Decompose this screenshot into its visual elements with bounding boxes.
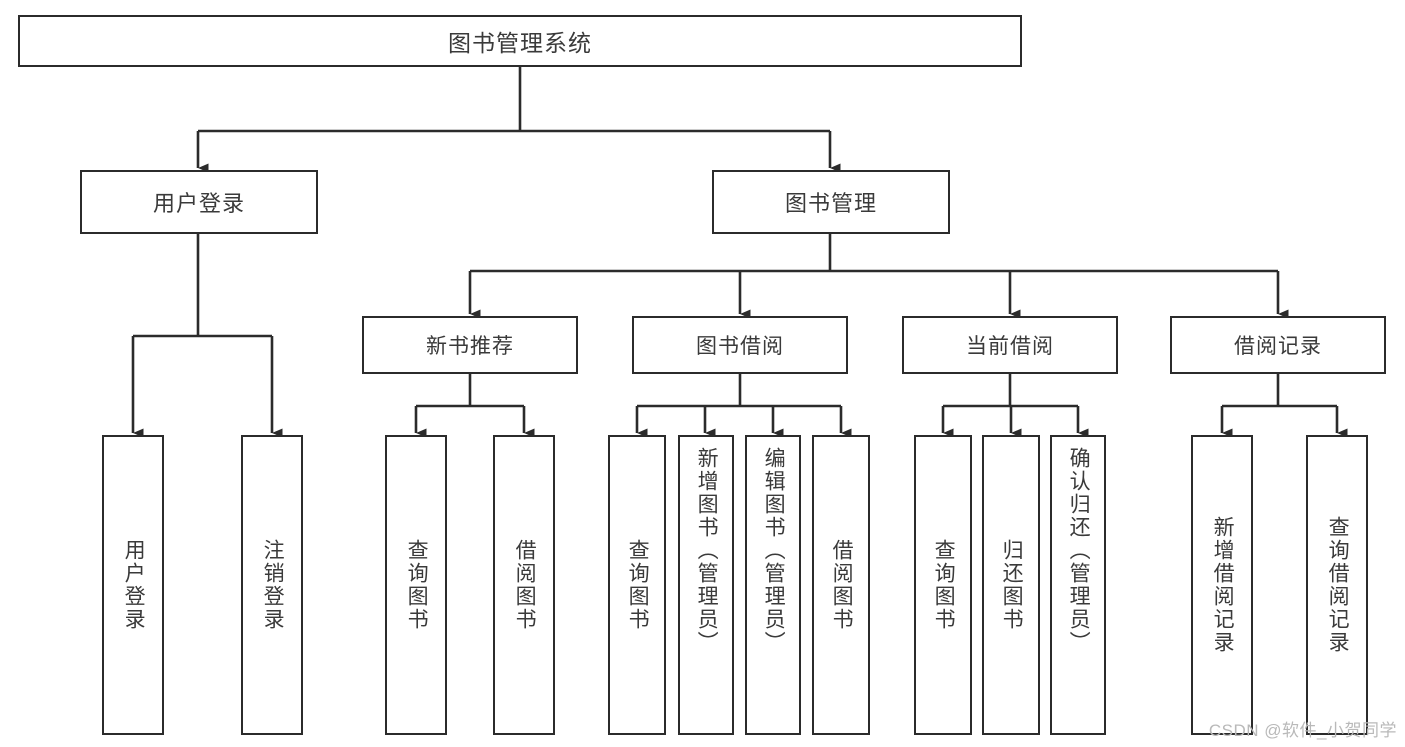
leaf-inner: 用户登录 — [104, 447, 162, 723]
node-book-borrow[interactable]: 图书借阅 — [632, 316, 848, 374]
leaf-add-borrow-record[interactable]: 新增借阅记录 — [1191, 435, 1253, 735]
leaf-inner: 新增图书（管理员） — [680, 447, 732, 723]
node-label: 图书管理系统 — [448, 30, 592, 56]
node-label: 新增借阅记录 — [1211, 516, 1235, 654]
leaf-borrow-book-recommend[interactable]: 借阅图书 — [493, 435, 555, 735]
leaf-inner: 查询借阅记录 — [1308, 447, 1366, 723]
node-label: 用户登录 — [152, 191, 245, 216]
node-label: 查询图书 — [405, 539, 429, 631]
node-borrow-record[interactable]: 借阅记录 — [1170, 316, 1386, 374]
leaf-inner: 归还图书 — [984, 447, 1038, 723]
node-label: 图书管理 — [784, 191, 877, 216]
leaf-inner: 查询图书 — [916, 447, 970, 723]
node-label: 用户登录 — [122, 539, 146, 631]
leaf-add-book-admin[interactable]: 新增图书（管理员） — [678, 435, 734, 735]
leaf-inner: 借阅图书 — [495, 447, 553, 723]
leaf-inner: 借阅图书 — [814, 447, 868, 723]
leaf-query-book-current[interactable]: 查询图书 — [914, 435, 972, 735]
node-new-book-recommend[interactable]: 新书推荐 — [362, 316, 578, 374]
leaf-inner: 查询图书 — [610, 447, 664, 723]
leaf-query-book-recommend[interactable]: 查询图书 — [385, 435, 447, 735]
node-label: 归还图书 — [1000, 539, 1024, 631]
node-label: 注销登录 — [261, 539, 285, 631]
leaf-inner: 查询图书 — [387, 447, 445, 723]
leaf-query-borrow-record[interactable]: 查询借阅记录 — [1306, 435, 1368, 735]
node-label: 当前借阅 — [966, 335, 1054, 358]
leaf-return-book[interactable]: 归还图书 — [982, 435, 1040, 735]
node-label: 借阅图书 — [513, 539, 537, 631]
node-label: 新增图书（管理员） — [695, 447, 719, 654]
leaf-confirm-return-admin[interactable]: 确认归还（管理员） — [1050, 435, 1106, 735]
leaf-borrow-book[interactable]: 借阅图书 — [812, 435, 870, 735]
node-label: 确认归还（管理员） — [1067, 447, 1091, 654]
leaf-logout[interactable]: 注销登录 — [241, 435, 303, 735]
node-label: 查询图书 — [626, 539, 650, 631]
watermark-text: CSDN @软件_小贺同学 — [1208, 721, 1397, 740]
leaf-inner: 新增借阅记录 — [1193, 447, 1251, 723]
leaf-inner: 编辑图书（管理员） — [747, 447, 799, 723]
leaf-inner: 注销登录 — [243, 447, 301, 723]
node-user-login[interactable]: 用户登录 — [80, 170, 318, 234]
node-label: 查询借阅记录 — [1326, 516, 1350, 654]
node-label: 图书借阅 — [696, 335, 784, 358]
node-label: 借阅图书 — [830, 539, 854, 631]
leaf-inner: 确认归还（管理员） — [1052, 447, 1104, 723]
node-current-borrow[interactable]: 当前借阅 — [902, 316, 1118, 374]
leaf-query-book-borrow[interactable]: 查询图书 — [608, 435, 666, 735]
node-label: 新书推荐 — [426, 335, 514, 358]
node-label: 借阅记录 — [1234, 335, 1322, 358]
node-root-system[interactable]: 图书管理系统 — [18, 15, 1022, 67]
leaf-edit-book-admin[interactable]: 编辑图书（管理员） — [745, 435, 801, 735]
node-label: 编辑图书（管理员） — [762, 447, 786, 654]
node-label: 查询图书 — [932, 539, 956, 631]
node-book-management[interactable]: 图书管理 — [712, 170, 950, 234]
leaf-user-login[interactable]: 用户登录 — [102, 435, 164, 735]
